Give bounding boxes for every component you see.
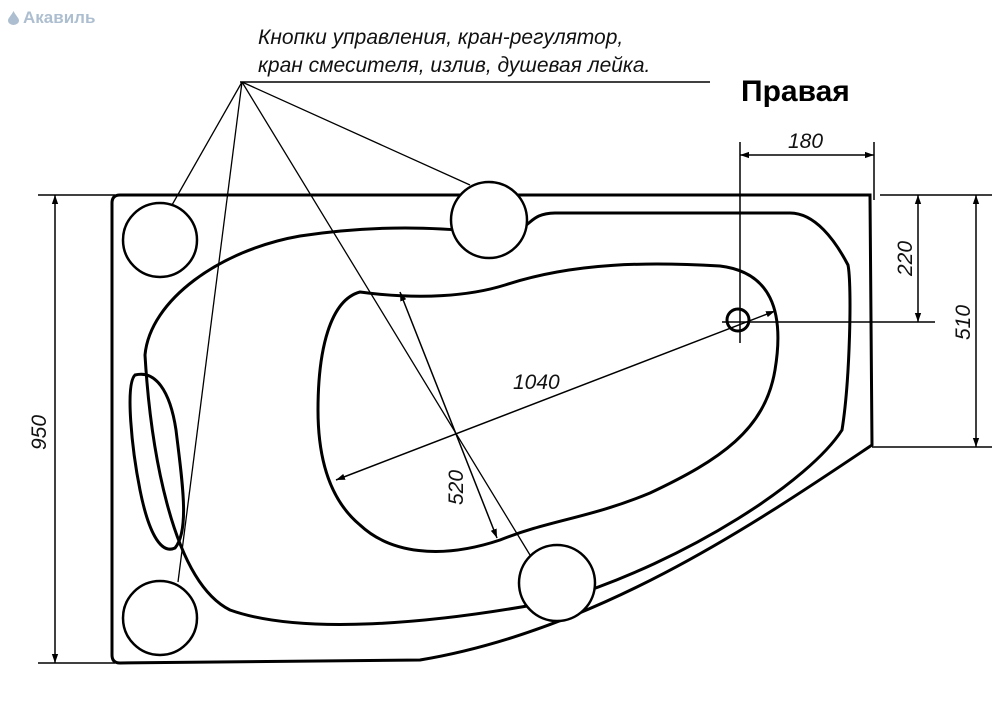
dimension-1040 — [335, 310, 776, 481]
dimension-520-label: 520 — [445, 470, 468, 505]
callout-text-line-1: Кнопки управления, кран-регулятор, — [258, 26, 623, 49]
control-circle-bottom-left — [121, 579, 199, 657]
callout-leader-lines — [171, 81, 531, 583]
tub-bowl-rim — [143, 211, 852, 626]
control-circle-bottom-middle — [517, 543, 597, 623]
dimension-950-label: 950 — [28, 415, 51, 450]
dimension-180 — [739, 142, 875, 343]
dimension-180-label: 180 — [788, 130, 823, 153]
dimension-510-label: 510 — [952, 305, 975, 340]
dimension-220-label: 220 — [894, 241, 917, 277]
dimension-950 — [38, 194, 115, 664]
dimension-1040-label: 1040 — [513, 371, 560, 394]
callout-text-line-2: кран смесителя, излив, душевая лейка. — [258, 54, 650, 77]
control-circle-top-left — [121, 201, 199, 279]
tub-inner-bottom — [316, 262, 780, 553]
control-circle-top-middle — [449, 180, 529, 260]
diagram-title: Правая — [741, 75, 850, 108]
dimension-520 — [399, 291, 498, 539]
watermark-logo: Акавиль — [8, 8, 95, 28]
headrest — [128, 372, 186, 551]
water-drop-icon — [8, 11, 19, 25]
tub-outer-outline — [110, 193, 874, 665]
watermark-brand: Акавиль — [23, 8, 96, 27]
dimension-510 — [872, 194, 992, 448]
